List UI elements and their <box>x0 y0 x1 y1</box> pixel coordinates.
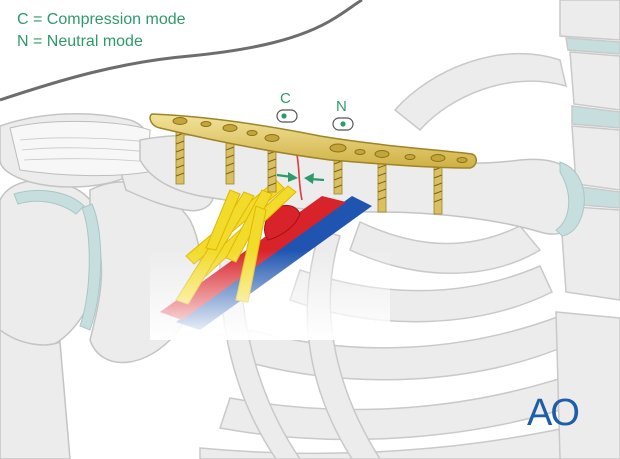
spine <box>555 0 620 459</box>
rib-1 <box>349 220 542 274</box>
plate-hole <box>430 154 446 162</box>
plate-hole <box>329 143 347 153</box>
neutral-hole-inset <box>332 117 354 131</box>
arrow-right-head <box>288 172 298 182</box>
vertebra-1 <box>559 0 620 41</box>
neutral-label: N <box>336 98 347 115</box>
vertebra-5 <box>555 311 620 459</box>
screw-1 <box>175 127 185 185</box>
legend-compression: C = Compression mode <box>17 11 186 28</box>
arrow-left-head <box>304 173 314 184</box>
legend: C = Compression mode N = Neutral mode <box>17 9 186 53</box>
plate-hole <box>222 124 238 132</box>
humerus-shaft <box>0 329 71 459</box>
plate-hole <box>200 121 212 127</box>
plate-hole <box>264 134 280 142</box>
screw-3 <box>267 145 277 193</box>
compression-label: C <box>280 90 291 107</box>
compression-hole-inset <box>276 109 298 123</box>
plate-hole <box>404 154 416 160</box>
acromioclavicular-ligament <box>9 120 151 177</box>
screw-6 <box>433 161 443 215</box>
disc-2 <box>571 105 620 129</box>
vertebra-2 <box>569 51 620 111</box>
plate-hole <box>456 157 468 163</box>
vertebra-4 <box>559 205 620 301</box>
sternal-end-cartilage <box>555 161 585 237</box>
skin-outline <box>0 0 363 102</box>
artery-branch <box>264 205 301 241</box>
humeral-cartilage <box>13 189 85 215</box>
glenoid-cartilage <box>79 203 102 331</box>
first-rib <box>393 52 568 132</box>
screw-5 <box>377 159 387 213</box>
plate-hole <box>354 149 366 155</box>
screw-4 <box>333 155 343 195</box>
plate-hole <box>246 130 258 136</box>
disc-1 <box>565 37 620 55</box>
legend-neutral: N = Neutral mode <box>17 33 143 50</box>
plate-hole <box>172 117 188 125</box>
bundle-fade <box>150 250 390 340</box>
neurovascular-bundle <box>150 179 390 340</box>
plate-holes <box>172 117 468 163</box>
ao-logo: AO <box>527 392 580 434</box>
plate-hole <box>374 150 390 158</box>
compression-arrows <box>276 172 325 184</box>
vertebra-3 <box>571 125 620 191</box>
